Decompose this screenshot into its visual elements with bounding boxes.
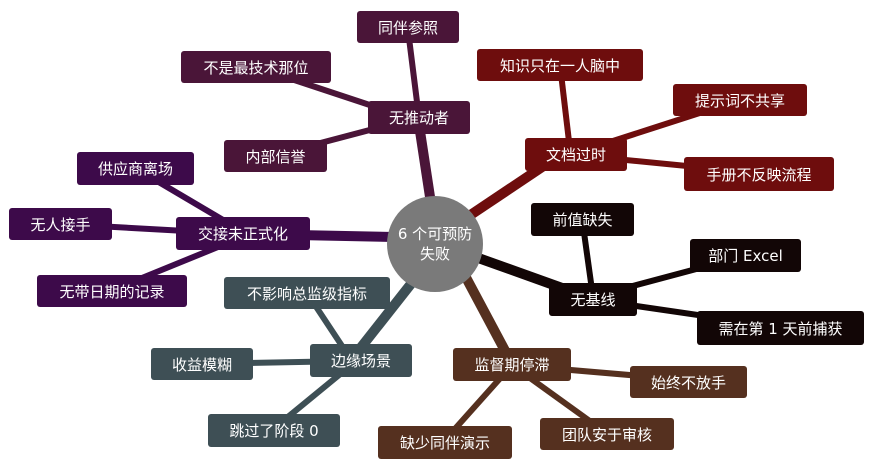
leaf-manual-not-reflect[interactable]: 手册不反映流程 — [684, 157, 834, 191]
branch-edge-cases[interactable]: 边缘场景 — [310, 344, 412, 377]
leaf-benefit-vague[interactable]: 收益模糊 — [151, 348, 253, 380]
branch-no-driver[interactable]: 无推动者 — [368, 101, 470, 134]
center-node[interactable]: 6 个可预防 失败 — [387, 196, 483, 292]
center-title-line-1: 6 个可预防 — [397, 225, 473, 243]
leaf-lack-peer-demo[interactable]: 缺少同伴演示 — [378, 426, 512, 459]
leaf-not-most-technical[interactable]: 不是最技术那位 — [181, 51, 331, 83]
leaf-skipped-stage-0[interactable]: 跳过了阶段 0 — [208, 414, 340, 447]
leaf-knowledge-in-one-head[interactable]: 知识只在一人脑中 — [477, 49, 643, 81]
leaf-capture-before-day1[interactable]: 需在第 1 天前捕获 — [697, 311, 864, 345]
branch-docs-outdated[interactable]: 文档过时 — [525, 138, 627, 171]
branch-handover-informal[interactable]: 交接未正式化 — [176, 217, 310, 250]
leaf-internal-credibility[interactable]: 内部信誉 — [224, 140, 327, 172]
leaf-vendor-leaves[interactable]: 供应商离场 — [77, 152, 194, 185]
branch-no-baseline[interactable]: 无基线 — [549, 283, 637, 316]
center-title-line-2: 失败 — [419, 245, 450, 263]
leaf-no-one-takes-over[interactable]: 无人接手 — [9, 208, 112, 240]
leaf-peer-reference[interactable]: 同伴参照 — [357, 11, 459, 43]
edge-center-edge-cases — [351, 271, 422, 359]
leaf-prior-value-missing[interactable]: 前值缺失 — [531, 203, 634, 236]
edge-center-oversight — [457, 267, 515, 363]
leaf-no-director-metric[interactable]: 不影响总监级指标 — [224, 277, 390, 309]
edge-no-driver-leaf-1 — [405, 29, 421, 111]
leaf-prompts-not-shared[interactable]: 提示词不共享 — [673, 84, 807, 116]
branch-oversight-stall[interactable]: 监督期停滞 — [453, 348, 571, 381]
leaf-department-excel[interactable]: 部门 Excel — [690, 239, 801, 272]
leaf-never-let-go[interactable]: 始终不放手 — [630, 366, 747, 398]
leaf-team-settles-review[interactable]: 团队安于审核 — [540, 418, 674, 450]
leaf-no-dated-record[interactable]: 无带日期的记录 — [37, 275, 187, 307]
